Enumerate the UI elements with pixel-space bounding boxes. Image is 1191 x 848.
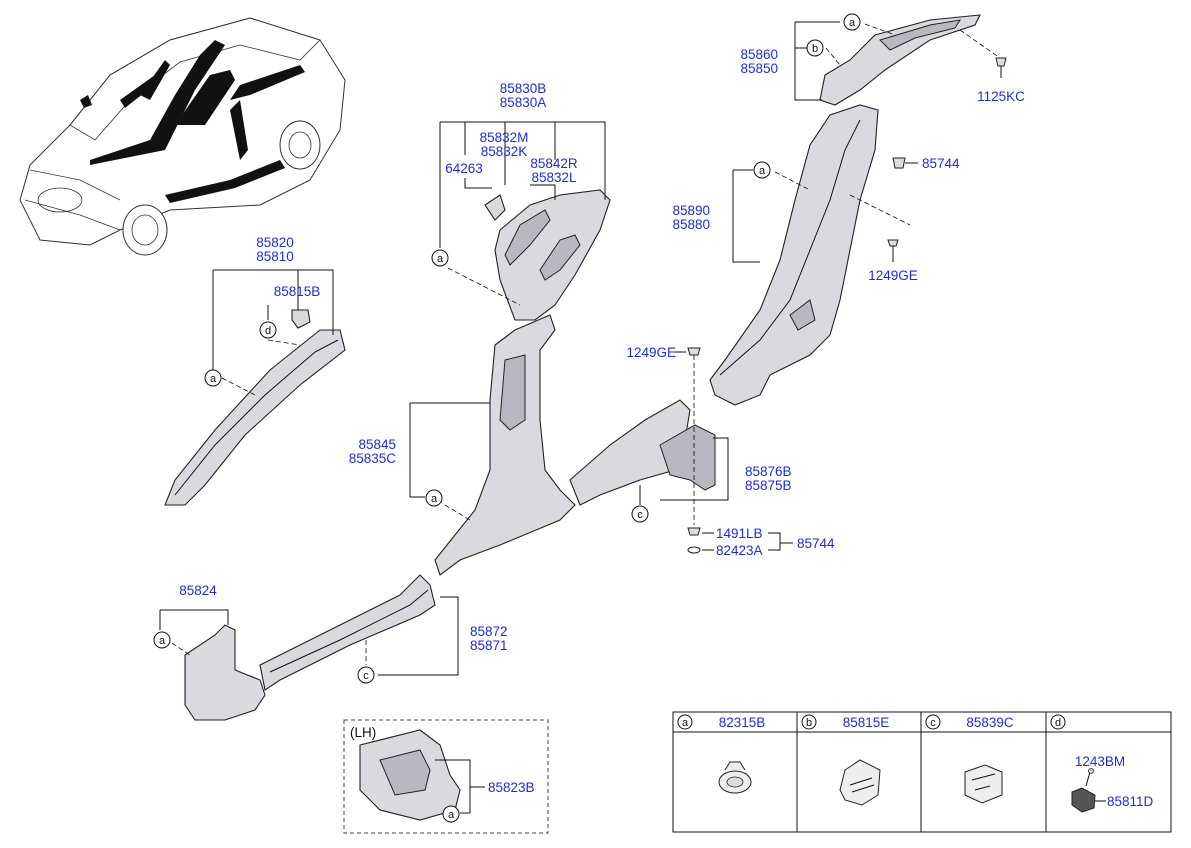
svg-text:c: c [637,509,643,521]
callout-c-2: c [357,666,375,684]
screw-1491lb-icon [687,527,701,536]
svg-text:c: c [930,717,936,729]
car-illustration [19,17,346,256]
label-85823b: 85823B [488,780,535,795]
label-85875b: 85875B [745,478,792,493]
svg-text:d: d [265,325,271,337]
legend-cell-d: d [1050,714,1066,730]
callout-a-3: a [431,249,449,267]
label-1125kc: 1125KC [977,89,1025,104]
svg-text:a: a [159,635,166,647]
screw-1243bm-icon [1085,768,1094,787]
washer-82423a-icon [687,546,701,554]
label-85845: 85845 [358,437,396,452]
callout-a-6: a [153,631,171,649]
svg-text:b: b [806,717,812,729]
legend-cell-b: b 85815E [801,714,890,730]
label-85820: 85820 [256,235,294,250]
svg-text:85839C: 85839C [966,715,1014,730]
label-1249ge-right: 1249GE [868,268,918,283]
label-64263: 64263 [445,161,483,176]
label-85830a: 85830A [500,95,547,110]
label-85890: 85890 [672,203,710,218]
svg-text:a: a [849,17,856,29]
label-85871: 85871 [470,638,508,653]
label-1491lb: 1491LB [716,526,763,541]
label-85832m: 85832M [480,130,529,145]
rear-package-side-trim [819,14,981,106]
label-85832k: 85832K [481,144,528,159]
label-85744-bottom: 85744 [797,536,835,551]
svg-text:b: b [812,43,818,55]
label-85811d: 85811D [1107,794,1154,809]
clip-85811d-icon [1071,787,1096,813]
label-85830b: 85830B [500,81,547,96]
label-85876b: 85876B [745,464,792,479]
callout-a-2: a [753,161,771,179]
svg-text:85815E: 85815E [843,715,890,730]
label-85835c: 85835C [349,451,397,466]
svg-text:82315B: 82315B [719,715,766,730]
fastener-legend-table: a 82315B b 85815E c 85839C d [672,711,1172,833]
rear-door-sill-trim [569,399,716,506]
clip-85839c-icon [964,764,1003,804]
c-pillar-trim [709,104,879,406]
callout-a-1: a [843,13,861,31]
clip-85744-icon [892,157,906,169]
label-85744-top: 85744 [922,156,960,171]
clip-85815e-icon [839,759,881,806]
svg-text:c: c [363,670,369,682]
legend-cell-c: c 85839C [925,714,1014,730]
bolt-1249ge-right-icon [887,239,899,252]
callout-a-7: a [442,805,460,823]
svg-text:a: a [210,373,217,385]
label-85815b: 85815B [274,284,321,299]
label-85860: 85860 [740,47,778,62]
label-85850: 85850 [740,61,778,76]
svg-text:a: a [431,493,438,505]
callout-c-1: c [631,505,649,523]
svg-text:a: a [682,717,689,729]
svg-text:d: d [1055,717,1061,729]
label-85824: 85824 [179,583,217,598]
label-1243bm: 1243BM [1075,754,1125,769]
clip-82315b-icon [718,761,752,794]
callout-a-4: a [204,369,222,387]
label-85880: 85880 [672,217,710,232]
label-85872: 85872 [470,624,508,639]
b-pillar-lower-trim [434,314,576,576]
callout-a-5: a [425,489,443,507]
callout-b-1: b [806,39,824,57]
lh-inset-box [343,719,549,834]
label-82423a: 82423A [716,543,763,558]
svg-text:a: a [759,165,766,177]
label-85842r: 85842R [530,156,578,171]
bolt-1249ge-mid-icon [687,347,701,525]
label-lh: (LH) [350,725,376,740]
front-kick-panel [184,624,266,721]
b-pillar-upper-trim [484,189,611,321]
label-85832l: 85832L [531,170,577,185]
front-door-sill-trim [259,574,436,691]
label-85810: 85810 [256,249,294,264]
a-pillar-trim [164,309,346,506]
bolt-1125kc-icon [995,57,1007,78]
svg-text:a: a [448,809,455,821]
callout-d-1: d [259,321,277,339]
label-1249ge-mid: 1249GE [626,345,676,360]
svg-text:a: a [437,253,444,265]
legend-cell-a: a 82315B [677,714,766,730]
